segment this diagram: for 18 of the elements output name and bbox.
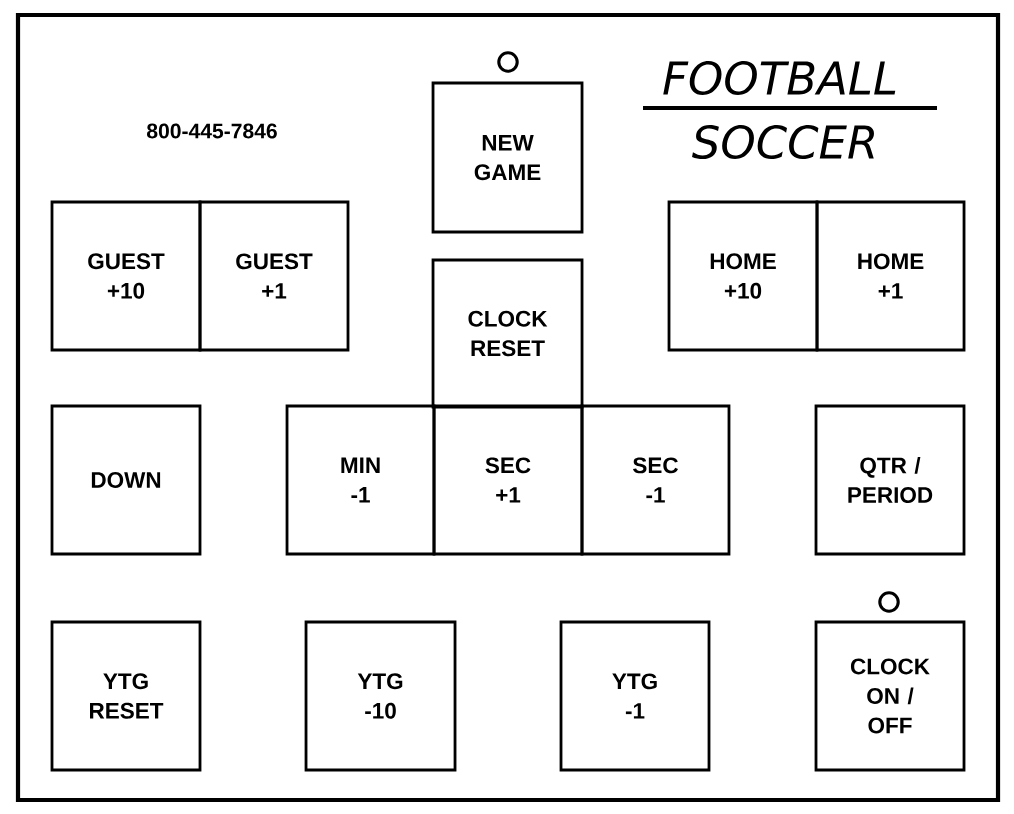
- push-button: HOME +10: [667, 200, 819, 352]
- heading: FOOTBALL: [663, 61, 896, 95]
- push-button: CLOCK RESET: [431, 258, 584, 409]
- push-button: SEC -1: [580, 404, 731, 556]
- push-button: CLOCK ON / OFF: [814, 620, 966, 772]
- push-button: NEW GAME: [431, 81, 584, 234]
- push-button: HOME +1: [815, 200, 966, 352]
- heading: SOCCER: [692, 125, 874, 159]
- push-button: YTG -10: [304, 620, 457, 772]
- push-button: MIN -1: [285, 404, 436, 556]
- push-button: DOWN: [50, 404, 202, 556]
- push-button: QTR / PERIOD: [814, 404, 966, 556]
- phone-number: 800-445-7846: [147, 123, 277, 139]
- push-button: GUEST +1: [198, 200, 350, 352]
- push-button: YTG RESET: [50, 620, 202, 772]
- push-button: SEC +1: [432, 404, 584, 556]
- push-button: GUEST +10: [50, 200, 202, 352]
- push-button: YTG -1: [559, 620, 711, 772]
